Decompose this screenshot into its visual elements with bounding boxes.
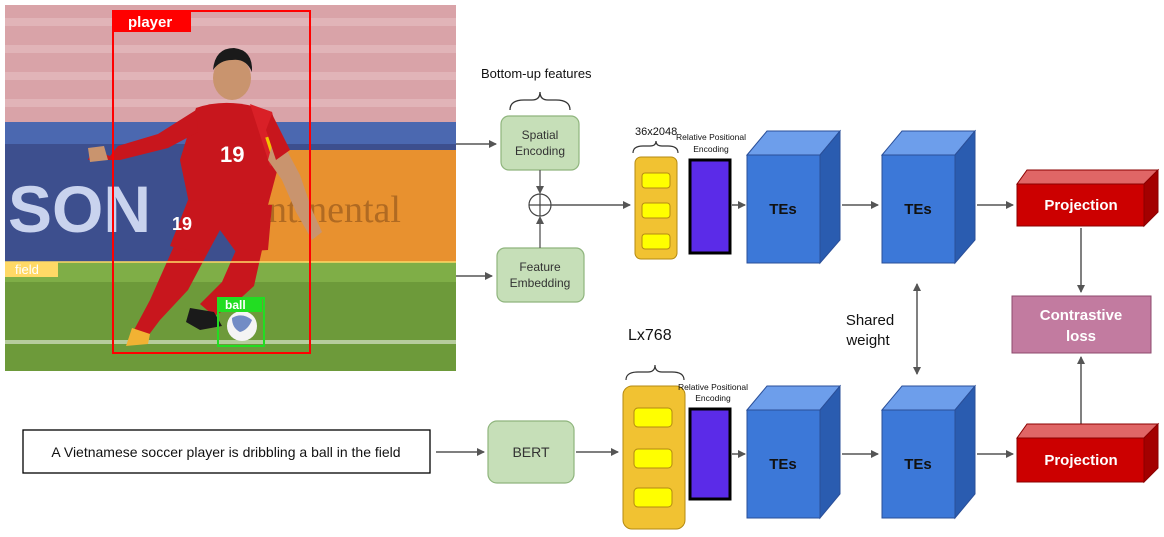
- field-label: field: [15, 262, 39, 277]
- rpe-top-line1: Relative Positional: [676, 132, 746, 142]
- bottom-token-2: [633, 448, 673, 469]
- player-label: player: [128, 14, 172, 31]
- player-bbox: [112, 10, 311, 354]
- caption-box: [22, 429, 431, 474]
- player-figure: 19 19: [88, 48, 322, 346]
- feature-embedding-line1: Feature: [519, 260, 561, 274]
- bottom-token-3: [633, 487, 673, 508]
- te-bottom-2-label: TEs: [904, 456, 932, 473]
- bert-box: [487, 420, 575, 484]
- te-cube-bottom-1: [745, 384, 842, 520]
- rpe-bottom-block: [688, 407, 732, 501]
- spatial-encoding-line1: Spatial: [522, 128, 559, 142]
- dim-top-brace: [632, 140, 679, 154]
- dim-bottom-brace: [625, 364, 685, 381]
- shorts-number: 19: [172, 214, 192, 234]
- jersey-number: 19: [220, 142, 244, 167]
- te-cube-top-1: [745, 129, 842, 265]
- feature-embedding-line2: Embedding: [510, 276, 571, 290]
- contrastive-loss-box: [1011, 295, 1152, 354]
- top-token-2: [641, 202, 671, 219]
- rpe-top-block: [688, 158, 732, 255]
- te-cube-bottom-2: [880, 384, 977, 520]
- bottom-token-1: [633, 407, 673, 428]
- shared-weight-line1: Shared: [846, 312, 894, 329]
- ball-label-bg: [218, 298, 262, 312]
- projection-bottom-label: Projection: [1044, 452, 1117, 469]
- rpe-top-line2: Encoding: [693, 144, 729, 154]
- rpe-bottom-line1: Relative Positional: [678, 382, 748, 392]
- feature-embedding-box: [496, 247, 585, 303]
- ball-label: ball: [225, 298, 246, 312]
- banner-text: SON: [8, 172, 151, 246]
- bottom-up-features-label: Bottom-up features: [481, 66, 592, 81]
- sum-node: [528, 193, 552, 217]
- te-bottom-1-label: TEs: [769, 456, 797, 473]
- te-top-2-label: TEs: [904, 201, 932, 218]
- te-top-1-label: TEs: [769, 201, 797, 218]
- spatial-encoding-box: [500, 115, 580, 171]
- projection-top: [1016, 168, 1160, 228]
- rpe-bottom-line2: Encoding: [695, 393, 731, 403]
- bert-label: BERT: [512, 444, 550, 460]
- te-cube-top-2: [880, 129, 977, 265]
- player-label-bg: [113, 11, 191, 32]
- projection-top-label: Projection: [1044, 197, 1117, 214]
- caption-text: A Vietnamese soccer player is dribbling …: [51, 444, 400, 460]
- contrastive-loss-line2: loss: [1066, 328, 1096, 345]
- dim-top-label: 36x2048: [635, 126, 677, 138]
- top-token-1: [641, 172, 671, 189]
- top-token-3: [641, 233, 671, 250]
- shared-weight-line2: weight: [845, 332, 890, 349]
- bottom-up-brace: [509, 91, 571, 111]
- soccer-photo: SON ntinental: [5, 5, 456, 371]
- projection-bottom: [1016, 422, 1160, 484]
- field-label-bg: [5, 262, 58, 277]
- dim-bottom-label: Lx768: [628, 327, 672, 344]
- spatial-encoding-line2: Encoding: [515, 144, 565, 158]
- banner-text-2: ntinental: [268, 189, 401, 231]
- contrastive-loss-line1: Contrastive: [1040, 307, 1123, 324]
